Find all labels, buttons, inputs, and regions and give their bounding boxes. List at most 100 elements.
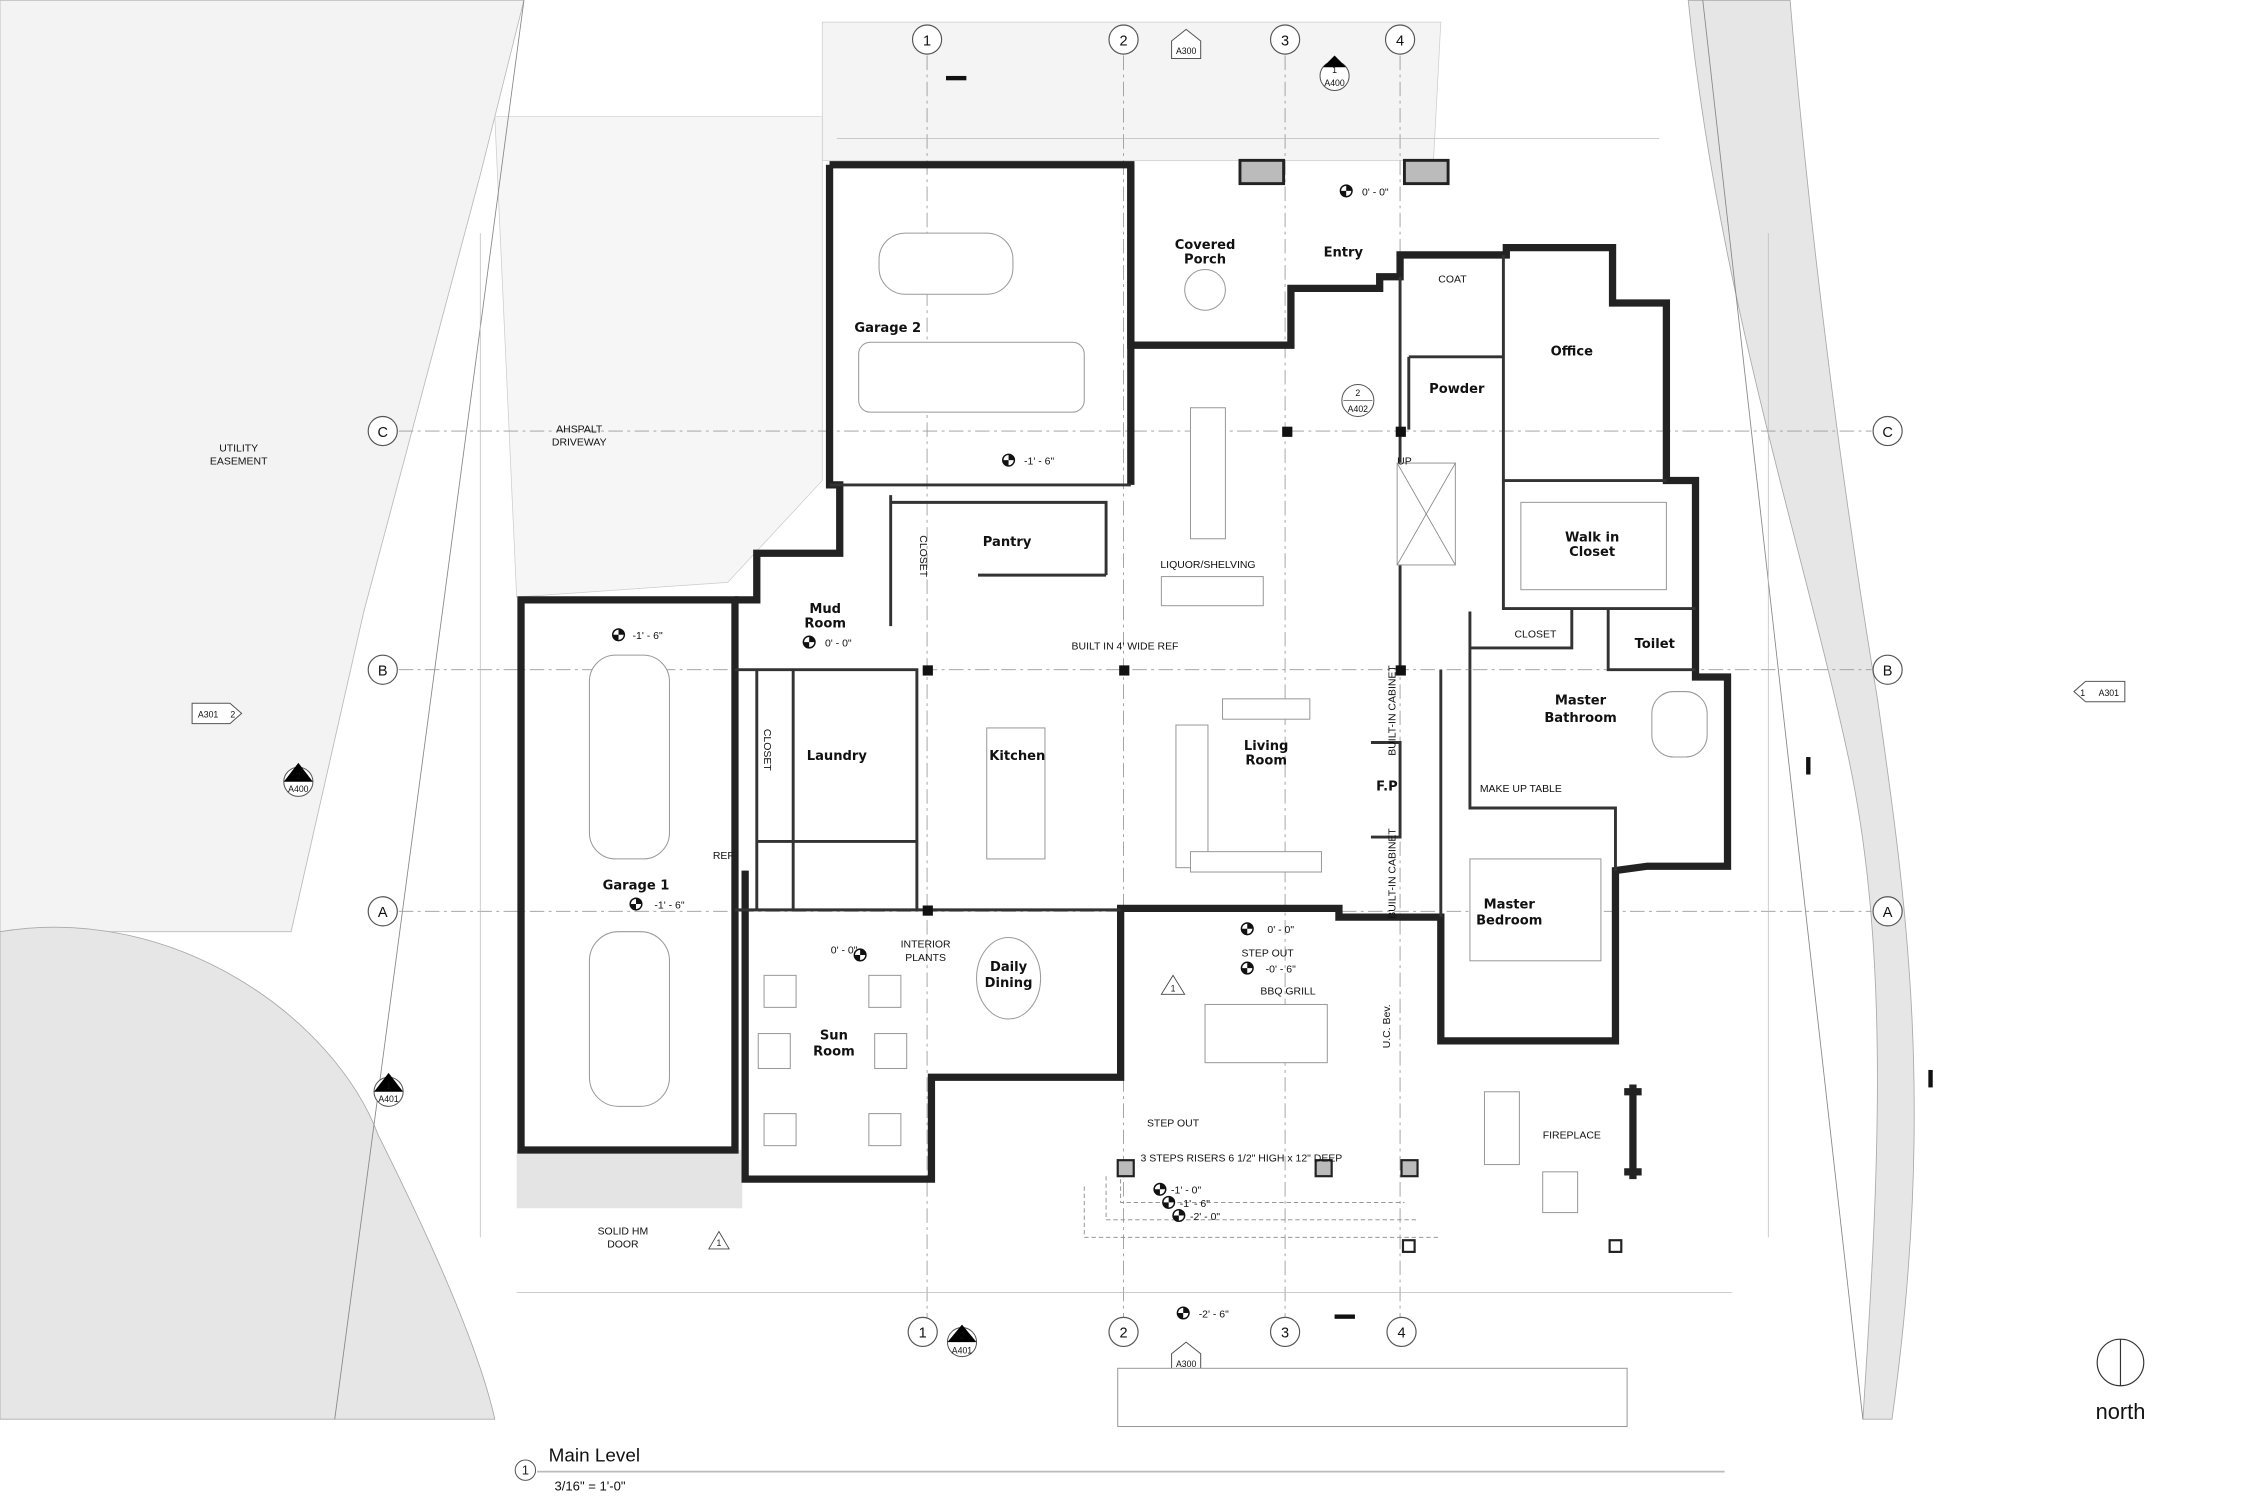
plan-shape bbox=[734, 668, 919, 910]
room-mud-room: Mud bbox=[809, 602, 841, 617]
plan-label[interactable]: 1 bbox=[386, 1081, 391, 1091]
plan-label: COAT bbox=[1438, 275, 1467, 286]
plan-shape bbox=[1872, 415, 1903, 447]
plan-label: 0' - 0" bbox=[825, 638, 852, 649]
grid-bubble-3-top: 3 bbox=[1269, 24, 1301, 55]
plan-label[interactable]: 2 bbox=[960, 1331, 965, 1341]
plan-label: Bathroom bbox=[1544, 711, 1616, 726]
revision-triangle-icon: 1 bbox=[1160, 974, 1186, 995]
plan-label: 1 bbox=[1171, 983, 1176, 993]
section-tag-a300-top[interactable]: A300 bbox=[1171, 28, 1202, 59]
plan-shape bbox=[1928, 1069, 1933, 1088]
plan-shape[interactable] bbox=[374, 1072, 404, 1092]
plan-label: Dining bbox=[985, 976, 1033, 991]
plan-label[interactable]: A400 bbox=[1324, 78, 1345, 88]
plan-label: MAKE UP TABLE bbox=[1480, 784, 1562, 795]
plan-shape bbox=[1806, 757, 1811, 775]
plan-label: 2 bbox=[1119, 1326, 1127, 1342]
plan-label: EASEMENT bbox=[210, 457, 268, 468]
plan-shape bbox=[1395, 665, 1406, 676]
car-icon bbox=[878, 232, 1014, 295]
plan-label[interactable]: 2 bbox=[1355, 388, 1360, 398]
plan-label: Porch bbox=[1184, 253, 1226, 268]
plan-shape[interactable] bbox=[283, 762, 313, 782]
plan-label[interactable]: A300 bbox=[1176, 46, 1197, 56]
plan-label: STEP OUT bbox=[1242, 948, 1295, 959]
plan-label: Room bbox=[813, 1044, 855, 1059]
plan-label: 3 bbox=[1281, 1326, 1289, 1342]
plan-label[interactable]: A401 bbox=[952, 1346, 973, 1356]
plan-label[interactable]: A300 bbox=[1176, 1359, 1197, 1369]
plan-shape bbox=[1117, 1367, 1628, 1428]
plan-shape[interactable] bbox=[1171, 28, 1202, 59]
plan-shape[interactable] bbox=[191, 702, 243, 725]
plan-shape bbox=[803, 636, 816, 648]
plan-shape bbox=[868, 1113, 902, 1147]
plan-shape bbox=[1238, 158, 1286, 186]
plan-label[interactable]: 2 bbox=[296, 771, 301, 781]
plan-label: 4 bbox=[1396, 33, 1404, 49]
grid-bubble-a-left: A bbox=[367, 896, 398, 927]
plan-shape bbox=[1222, 698, 1311, 720]
plan-shape bbox=[1400, 1159, 1419, 1178]
plan-shape bbox=[1108, 1316, 1139, 1348]
plan-label: -2' - 6" bbox=[1199, 1309, 1229, 1320]
grid-bubble-4-bottom: 4 bbox=[1386, 1316, 1417, 1348]
plan-shape bbox=[1002, 454, 1015, 466]
plan-label: PLANTS bbox=[905, 953, 946, 964]
plan-shape bbox=[1407, 355, 1504, 430]
grid-bubble-2-top: 2 bbox=[1108, 24, 1139, 55]
section-tag-a300-bottom[interactable]: A300 bbox=[1171, 1341, 1202, 1372]
plan-label: A bbox=[1883, 905, 1893, 921]
plan-shape bbox=[1154, 1183, 1166, 1196]
plan-label[interactable]: 1 bbox=[1332, 65, 1337, 75]
plan-label: -2' - 0" bbox=[1190, 1212, 1220, 1223]
elevation-marker-icon: -0' - 6" bbox=[1240, 961, 1296, 975]
room-toilet: Toilet bbox=[1635, 637, 1675, 652]
annotations: COAT CLOSET CLOSET CLOSET BUILT-IN CABIN… bbox=[210, 275, 1601, 1251]
plan-shape bbox=[1402, 158, 1450, 186]
plan-shape[interactable] bbox=[2073, 680, 2126, 703]
grid-bubble-a-right: A bbox=[1872, 896, 1903, 927]
plan-label: BUILT IN 4' WIDE REF bbox=[1072, 641, 1179, 652]
plan-label[interactable]: A402 bbox=[1348, 404, 1369, 414]
room-laundry: Laundry bbox=[807, 749, 868, 764]
plan-shape bbox=[1189, 407, 1226, 540]
plan-label[interactable]: A301 bbox=[2099, 688, 2120, 698]
plan-shape bbox=[367, 415, 398, 447]
elevation-marker-icon: 0' - 0" bbox=[802, 635, 852, 649]
plan-label[interactable]: A401 bbox=[378, 1094, 399, 1104]
plan-shape bbox=[334, 0, 525, 1420]
plan-shape bbox=[514, 1459, 537, 1481]
plan-label: 1 bbox=[522, 1463, 529, 1478]
plan-shape bbox=[1401, 1239, 1416, 1253]
plan-shape bbox=[763, 1113, 797, 1147]
plan-shape bbox=[1241, 922, 1254, 935]
plan-label: -0' - 6" bbox=[1266, 964, 1296, 975]
plan-shape bbox=[1189, 851, 1322, 873]
plan-label: BUILT-IN CABINET bbox=[1388, 828, 1399, 919]
plan-shape bbox=[1469, 858, 1602, 962]
plan-shape[interactable] bbox=[1322, 55, 1347, 68]
plan-shape[interactable] bbox=[947, 1324, 977, 1343]
plan-label: CLOSET bbox=[1514, 630, 1556, 641]
plan-label[interactable]: 1 bbox=[2080, 688, 2085, 698]
plan-shape bbox=[612, 628, 625, 641]
elevation-marker-icon: -2' - 6" bbox=[1176, 1306, 1229, 1320]
plan-label: 3 bbox=[1281, 33, 1289, 49]
grid-bubble-c-left: C bbox=[367, 415, 398, 447]
plan-label[interactable]: A400 bbox=[288, 784, 309, 794]
car-icon bbox=[588, 931, 670, 1107]
plan-label: -1' - 6" bbox=[654, 900, 684, 911]
section-tag-a301-left[interactable]: A301 2 bbox=[191, 702, 243, 725]
elevation-marker-icon: 0' - 0" bbox=[831, 946, 867, 962]
plan-label[interactable]: 2 bbox=[230, 710, 235, 720]
plan-label[interactable]: A301 bbox=[198, 710, 219, 720]
section-tag-a301-right[interactable]: 1 A301 bbox=[2073, 680, 2126, 703]
